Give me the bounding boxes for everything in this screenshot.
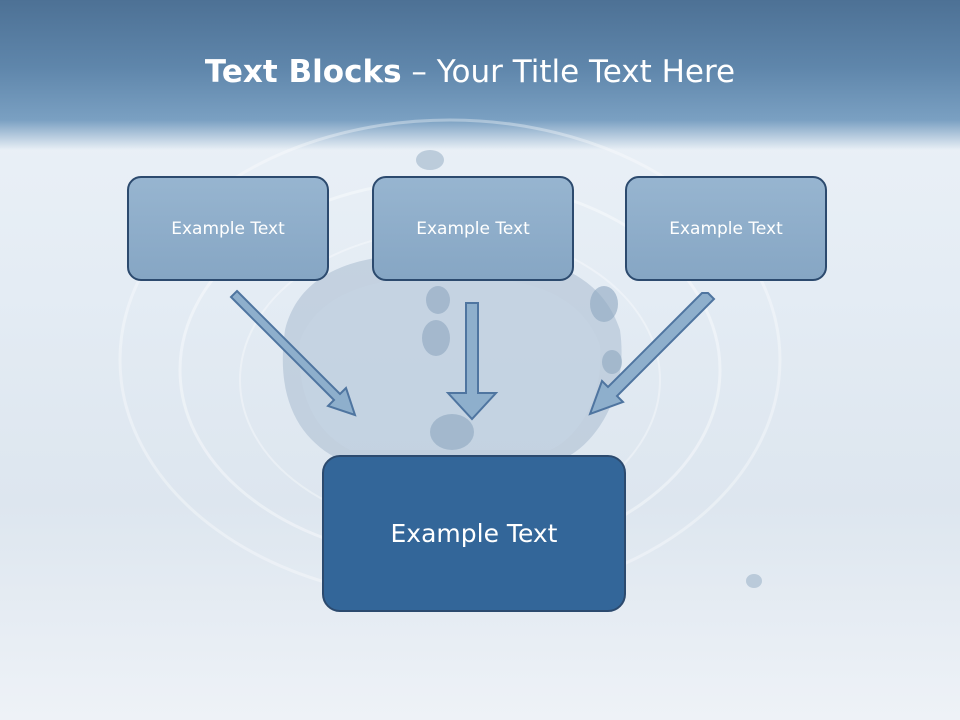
text-block-label: Example Text	[416, 218, 530, 239]
text-block-right[interactable]: Example Text	[625, 176, 827, 281]
down-arrow-icon	[229, 289, 357, 417]
text-block-left[interactable]: Example Text	[127, 176, 329, 281]
title-rest: Your Title Text Here	[436, 54, 736, 90]
text-block-label: Example Text	[669, 218, 783, 239]
down-arrow-icon	[588, 292, 716, 416]
title-bold: Text Blocks	[204, 54, 402, 90]
title-band	[0, 0, 960, 150]
title-separator: –	[401, 54, 437, 90]
text-block-main-label: Example Text	[390, 519, 558, 548]
text-block-main[interactable]: Example Text	[322, 455, 626, 612]
down-arrow-icon	[445, 302, 499, 421]
text-block-label: Example Text	[171, 218, 285, 239]
text-block-center[interactable]: Example Text	[372, 176, 574, 281]
page-title: Text Blocks – Your Title Text Here	[0, 54, 940, 90]
